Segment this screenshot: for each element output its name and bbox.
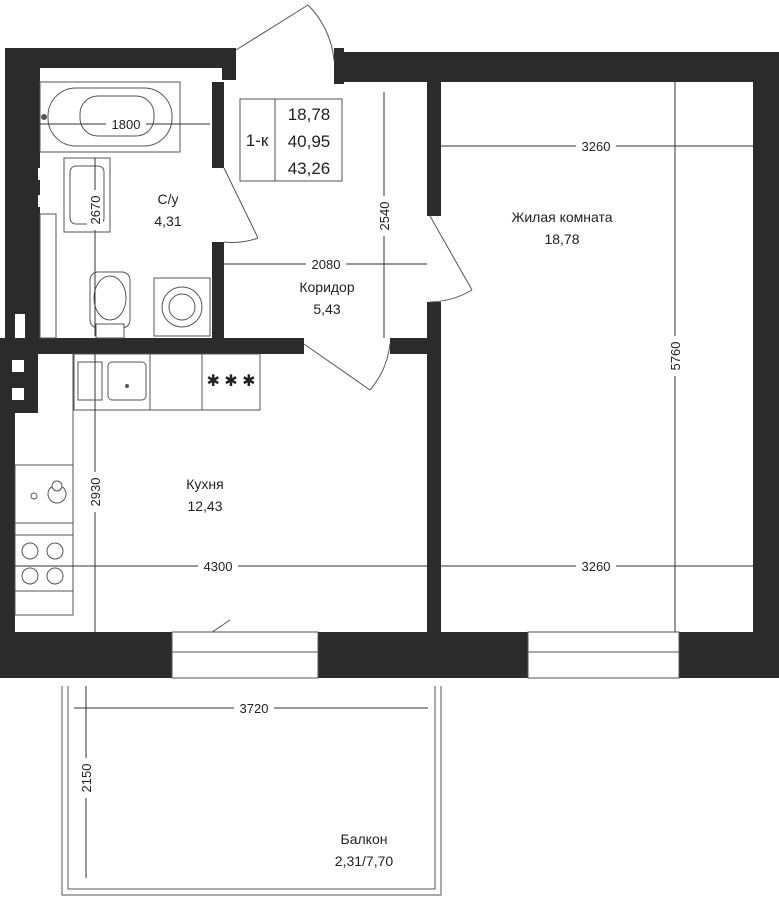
living-name: Жилая комната (511, 209, 612, 225)
room-labels: С/у 4,31 Коридор 5,43 Жилая комната 18,7… (154, 191, 612, 869)
dim-balcony-depth: 2150 (79, 764, 94, 793)
svg-text:✱ ✱ ✱: ✱ ✱ ✱ (206, 373, 255, 390)
kitchen-name: Кухня (186, 476, 223, 492)
legend-text: 1-к 18,78 40,95 43,26 (246, 105, 331, 178)
dim-corridor-width: 2080 (312, 257, 341, 272)
balcony-name: Балкон (341, 831, 388, 847)
dimension-labels: 1800 2670 2080 2540 3260 5760 4300 3260 … (78, 116, 683, 798)
bathroom-name: С/у (158, 191, 179, 207)
dim-bath-width: 1800 (112, 117, 141, 132)
area-legend (239, 98, 343, 182)
walls (0, 48, 779, 678)
doors (171, 4, 680, 679)
balcony (61, 686, 442, 896)
legend-type: 1-к (246, 131, 269, 150)
legend-living: 18,78 (288, 105, 331, 124)
balcony-area: 2,31/7,70 (335, 853, 394, 869)
dim-kitchen-length: 2930 (88, 478, 103, 507)
corridor-area: 5,43 (313, 301, 340, 317)
legend-total-balcony: 43,26 (288, 159, 331, 178)
living-area: 18,78 (544, 231, 579, 247)
dim-living-width-bottom: 3260 (582, 559, 611, 574)
legend-total: 40,95 (288, 132, 331, 151)
dim-bath-length: 2670 (88, 196, 103, 225)
dim-balcony-width: 3720 (240, 701, 269, 716)
kitchen-area: 12,43 (187, 498, 222, 514)
dim-corridor-length: 2540 (377, 202, 392, 231)
corridor-name: Коридор (299, 279, 355, 295)
dim-living-width-top: 3260 (582, 139, 611, 154)
dim-kitchen-width: 4300 (204, 559, 233, 574)
dim-living-length: 5760 (668, 342, 683, 371)
bathroom-area: 4,31 (154, 213, 181, 229)
